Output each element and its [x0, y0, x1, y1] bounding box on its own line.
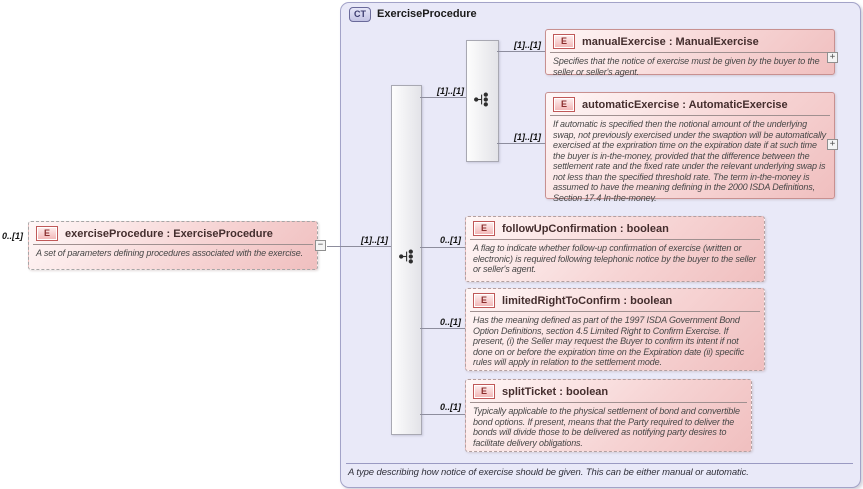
element-name: exerciseProcedure : ExerciseProcedure: [65, 227, 273, 240]
divider: [550, 52, 830, 53]
element-icon: E: [553, 34, 575, 49]
cardinality-label-root: 0..[1]: [2, 231, 24, 241]
divider: [33, 244, 313, 245]
element-box-limitedrighttoconfirm[interactable]: E limitedRightToConfirm : boolean Has th…: [465, 288, 765, 371]
element-name: followUpConfirmation : boolean: [502, 222, 669, 235]
element-box-followupconfirmation[interactable]: E followUpConfirmation : boolean A flag …: [465, 216, 765, 282]
expand-icon[interactable]: +: [827, 52, 838, 63]
divider: [470, 402, 747, 403]
footer-divider: [346, 463, 853, 464]
cardinality-label-choice: [1]..[1]: [437, 86, 464, 96]
connector-choice-to-manual: [497, 51, 545, 52]
element-name: limitedRightToConfirm : boolean: [502, 294, 673, 307]
element-description: A set of parameters defining procedures …: [36, 248, 303, 258]
element-description: Typically applicable to the physical set…: [473, 406, 740, 448]
element-box-splitticket[interactable]: E splitTicket : boolean Typically applic…: [465, 379, 752, 452]
complex-type-badge: CT: [349, 7, 371, 22]
cardinality-label-sequence: [1]..[1]: [361, 235, 388, 245]
cardinality-label-followup: 0..[1]: [439, 235, 461, 245]
element-icon: E: [473, 384, 495, 399]
choice-indicator[interactable]: [466, 40, 499, 162]
expand-icon[interactable]: +: [827, 139, 838, 150]
element-name: automaticExercise : AutomaticExercise: [582, 98, 788, 111]
connector-sequence-to-choice: [420, 97, 466, 98]
connector-choice-to-automatic: [497, 143, 545, 144]
element-description: A flag to indicate whether follow-up con…: [473, 243, 756, 274]
sequence-icon: [399, 249, 413, 264]
divider: [550, 115, 830, 116]
element-box-automaticexercise[interactable]: E automaticExercise : AutomaticExercise …: [545, 92, 835, 202]
element-description: Specifies that the notice of exercise mu…: [553, 56, 820, 77]
element-description: Has the meaning defined as part of the 1…: [473, 315, 745, 367]
divider: [470, 311, 760, 312]
element-icon: E: [553, 97, 575, 112]
connector-sequence-to-limited: [420, 328, 466, 329]
cardinality-label-split: 0..[1]: [439, 402, 461, 412]
element-icon: E: [473, 221, 495, 236]
cardinality-label-limited: 0..[1]: [439, 317, 461, 327]
element-icon: E: [36, 226, 58, 241]
connector-sequence-to-split: [420, 414, 466, 415]
element-name: manualExercise : ManualExercise: [582, 35, 759, 48]
cardinality-label-automatic: [1]..[1]: [514, 132, 541, 142]
complex-type-annotation: A type describing how notice of exercise…: [348, 467, 749, 478]
collapse-icon[interactable]: −: [315, 240, 326, 251]
element-box-exerciseprocedure[interactable]: E exerciseProcedure : ExerciseProcedure …: [28, 221, 318, 270]
choice-icon: [474, 92, 488, 107]
divider: [470, 239, 760, 240]
element-box-manualexercise[interactable]: E manualExercise : ManualExercise Specif…: [545, 29, 835, 77]
complex-type-title: ExerciseProcedure: [377, 8, 477, 20]
connector-root-to-sequence: [327, 246, 391, 247]
element-description: If automatic is specified then the notio…: [553, 119, 826, 202]
connector-sequence-to-followup: [420, 247, 466, 248]
cardinality-label-manual: [1]..[1]: [514, 40, 541, 50]
element-name: splitTicket : boolean: [502, 385, 609, 398]
element-icon: E: [473, 293, 495, 308]
